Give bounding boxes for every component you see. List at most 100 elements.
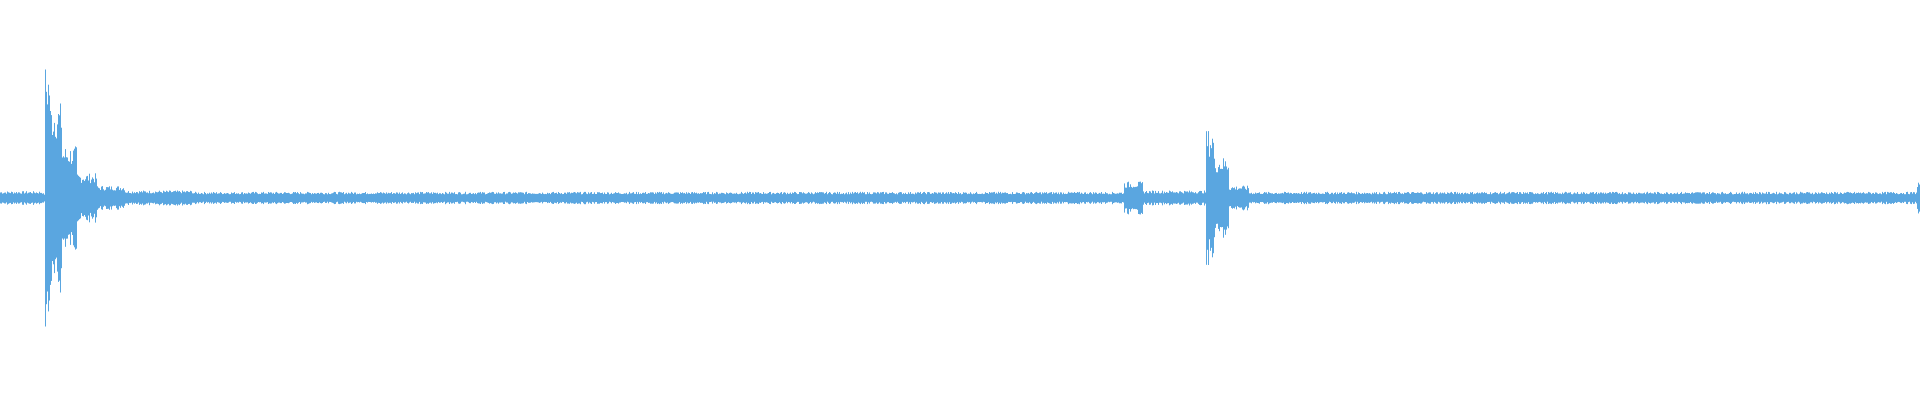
waveform-bar	[1567, 193, 1568, 203]
waveform-bar	[246, 193, 247, 203]
waveform-bar	[123, 188, 124, 208]
waveform-bar	[732, 193, 733, 203]
waveform-bar	[5, 192, 6, 204]
waveform-bar	[574, 192, 575, 204]
waveform-bar	[117, 186, 118, 210]
waveform-bar	[944, 194, 945, 203]
waveform-bar	[1286, 193, 1287, 203]
waveform-bar	[474, 194, 475, 202]
waveform-bar	[646, 193, 647, 203]
waveform-bar	[1880, 193, 1881, 203]
waveform-bar	[1274, 193, 1275, 203]
waveform-bar	[107, 187, 108, 209]
waveform-bar	[775, 193, 776, 203]
waveform-bar	[44, 194, 45, 202]
waveform-bar	[1533, 193, 1534, 203]
waveform-bar	[1203, 193, 1204, 203]
waveform-bar	[97, 186, 98, 210]
waveform-bar	[605, 193, 606, 203]
waveform-bar	[106, 187, 107, 209]
waveform-bar	[1725, 193, 1726, 203]
waveform-bar	[321, 192, 322, 204]
waveform-bar	[58, 114, 59, 282]
waveform-bar	[1792, 193, 1793, 203]
waveform-bar	[37, 193, 38, 204]
waveform-bar	[1007, 193, 1008, 203]
waveform-bar	[231, 192, 232, 204]
waveform-bar	[608, 192, 609, 204]
waveform-bar	[1829, 192, 1830, 204]
waveform-bar	[1669, 194, 1670, 202]
waveform-bar	[1446, 194, 1447, 202]
waveform-bar	[149, 190, 150, 206]
waveform-bar	[1064, 194, 1065, 202]
waveform-bar	[1145, 192, 1146, 204]
waveform-bar	[1861, 193, 1862, 203]
waveform-bar	[1434, 194, 1435, 202]
waveform-bar	[534, 193, 535, 203]
waveform-bar	[61, 127, 62, 269]
waveform-bar	[554, 193, 555, 203]
waveform-bar	[616, 192, 617, 204]
waveform-bar	[1109, 193, 1110, 203]
waveform-bar	[1785, 192, 1786, 204]
waveform-bar	[978, 194, 979, 202]
waveform-bar	[427, 192, 428, 204]
waveform-bar	[428, 192, 429, 204]
waveform-bar	[1584, 192, 1585, 204]
waveform-bar	[1277, 194, 1278, 203]
waveform-bar	[420, 191, 421, 205]
waveform-bar	[1020, 194, 1021, 203]
waveform-bar	[1032, 193, 1033, 203]
waveform-bar	[1168, 192, 1169, 204]
waveform-bar	[319, 193, 320, 203]
waveform-bar	[228, 193, 229, 203]
waveform-bar	[147, 192, 148, 204]
waveform-bar	[1379, 192, 1380, 204]
waveform-bar	[34, 192, 35, 204]
waveform-bar	[1795, 194, 1796, 202]
waveform-bar	[587, 194, 588, 202]
waveform-bar	[1096, 192, 1097, 204]
waveform-bar	[1445, 193, 1446, 203]
waveform-bar	[1129, 187, 1130, 209]
waveform-bar	[258, 194, 259, 202]
waveform-bar	[946, 192, 947, 204]
waveform-bar	[878, 192, 879, 204]
waveform-bar	[932, 193, 933, 203]
waveform-bar	[1846, 192, 1847, 204]
waveform-bar	[754, 194, 755, 202]
waveform-bar	[957, 194, 958, 203]
waveform-bar	[1507, 193, 1508, 203]
waveform-bar	[1092, 194, 1093, 202]
waveform-bar	[389, 193, 390, 203]
waveform-bar	[266, 193, 267, 203]
waveform-bar	[1319, 193, 1320, 203]
waveform-bar	[421, 192, 422, 204]
waveform-bar	[947, 193, 948, 203]
waveform-bar	[1364, 192, 1365, 204]
waveform-bar	[768, 193, 769, 203]
waveform-bar	[1464, 193, 1465, 203]
waveform-bar	[199, 193, 200, 203]
waveform-bar	[561, 193, 562, 203]
waveform-bar	[1110, 194, 1111, 202]
waveform-bar	[897, 194, 898, 202]
waveform-bar	[2, 193, 3, 203]
waveform-bar	[1223, 158, 1224, 238]
waveform-bar	[1085, 192, 1086, 204]
waveform-bar	[288, 192, 289, 204]
waveform-bar	[1579, 194, 1580, 202]
waveform-bar	[680, 192, 681, 204]
waveform-bar	[1786, 193, 1787, 203]
waveform-bar	[1104, 193, 1105, 203]
waveform-bar	[1232, 187, 1233, 209]
waveform-bar	[1474, 193, 1475, 203]
waveform-bar	[1042, 192, 1043, 204]
waveform-bar	[1369, 193, 1370, 203]
waveform-bar	[617, 193, 618, 203]
waveform-bar	[486, 194, 487, 203]
waveform-bar	[1476, 193, 1477, 203]
waveform-bar	[1668, 193, 1669, 203]
waveform-bar	[686, 192, 687, 204]
